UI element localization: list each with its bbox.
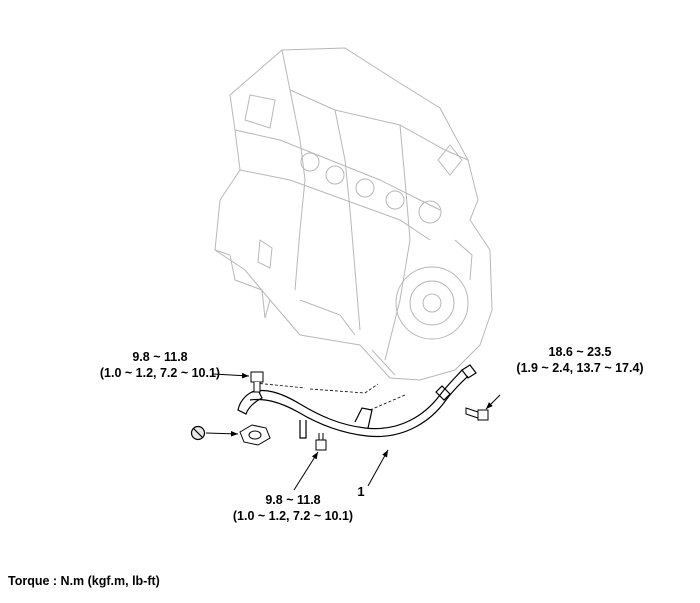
leader-gasket <box>205 430 239 437</box>
torque-right-nm: 18.6 ~ 23.5 <box>548 345 612 359</box>
torque-label-left: 9.8 ~ 11.8 (1.0 ~ 1.2, 7.2 ~ 10.1) <box>70 349 250 381</box>
bolt-right <box>465 407 489 421</box>
torque-label-right: 18.6 ~ 23.5 (1.9 ~ 2.4, 13.7 ~ 17.4) <box>490 344 670 376</box>
leader-left <box>212 372 250 379</box>
torque-right-conv: (1.9 ~ 2.4, 13.7 ~ 17.4) <box>516 361 644 375</box>
prohibition-circle-icon <box>190 425 206 441</box>
torque-bottom-conv: (1.0 ~ 1.2, 7.2 ~ 10.1) <box>232 509 354 523</box>
water-pipe <box>237 364 477 439</box>
torque-label-bottom: 9.8 ~ 11.8 (1.0 ~ 1.2, 7.2 ~ 10.1) <box>208 492 378 524</box>
torque-bottom-nm: 9.8 ~ 11.8 <box>265 493 321 507</box>
leader-bottom <box>293 451 319 491</box>
engine-block-outline <box>214 47 493 381</box>
part-callout-1: 1 <box>357 484 365 499</box>
torque-left-nm: 9.8 ~ 11.8 <box>132 350 188 364</box>
torque-left-conv: (1.0 ~ 1.2, 7.2 ~ 10.1) <box>99 366 221 380</box>
leader-lines <box>205 372 501 491</box>
reference-dashed-lines <box>254 382 406 411</box>
torque-units-footnote: Torque : N.m (kgf.m, lb-ft) <box>8 574 160 588</box>
bolt-bottom <box>315 433 327 451</box>
leader-callout-1 <box>367 449 389 487</box>
bolt-left <box>250 371 264 393</box>
gasket <box>239 424 271 446</box>
leader-right <box>485 394 501 410</box>
